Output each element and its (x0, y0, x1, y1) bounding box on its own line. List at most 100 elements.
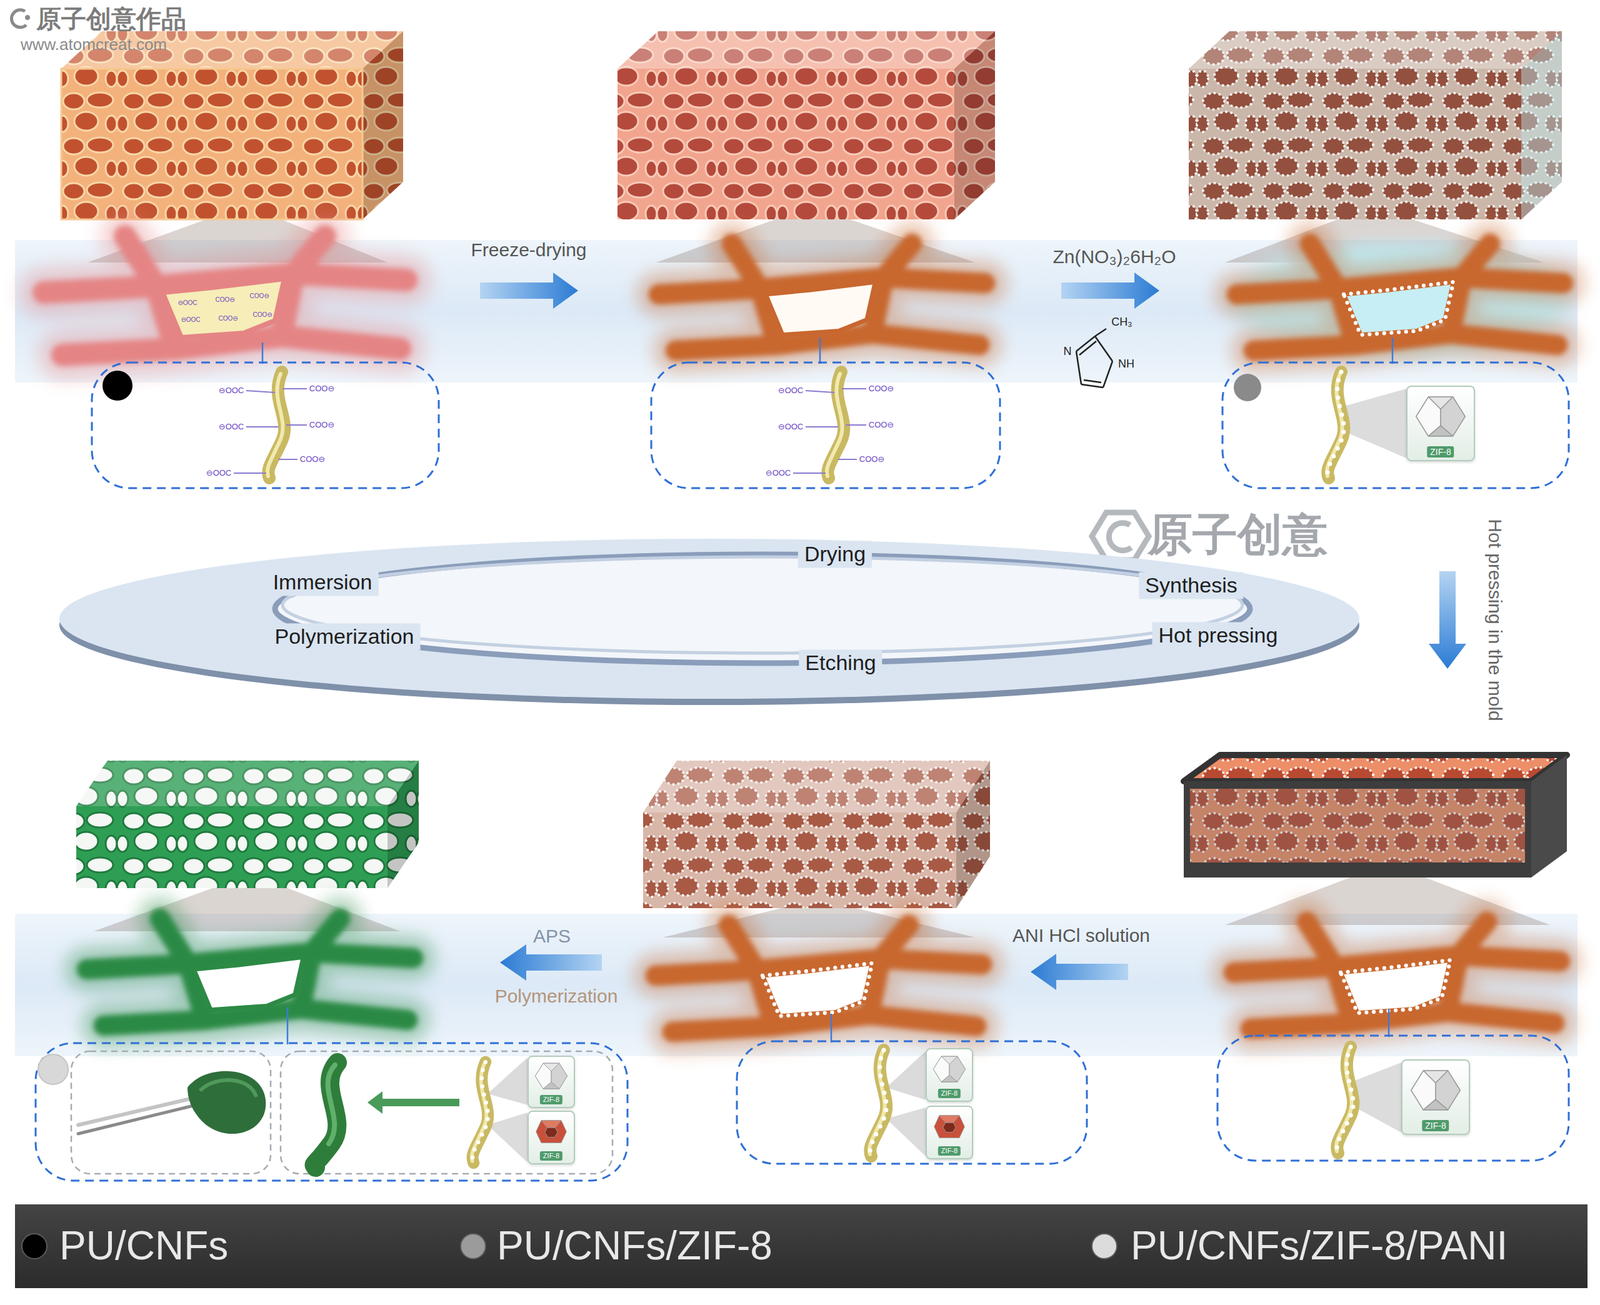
reagent-label: ANI HCl solution (1012, 925, 1150, 947)
legend-swatch (460, 1233, 487, 1260)
group-label: COO⊖ (252, 311, 272, 319)
zif8-particles (762, 963, 873, 1017)
pore-closeup (655, 925, 982, 1032)
crystal-icon (531, 1059, 572, 1093)
detail-box (35, 362, 1569, 1181)
cellulose-fiber (267, 371, 285, 479)
zoom-cone (487, 388, 1407, 1163)
pore-closeup (1233, 921, 1560, 1029)
group-label: ⊖OOC (177, 299, 197, 307)
legend-bar (15, 1204, 1588, 1289)
cycle-step: Hot pressing (1152, 621, 1285, 649)
zif8-coated-fiber (1336, 1046, 1354, 1154)
legend-label: PU/CNFs (59, 1223, 229, 1270)
cycle-step: Immersion (266, 568, 379, 596)
step-label: Hot pressing in the mold (1484, 518, 1507, 722)
process-arrow (500, 944, 602, 981)
foam-slab (76, 760, 419, 889)
step-label: Polymerization (495, 985, 619, 1008)
zif8-particles (1343, 281, 1454, 335)
mold-with-slab (1183, 755, 1567, 878)
foam-block (61, 31, 404, 220)
cycle-step: Synthesis (1138, 571, 1244, 599)
stage-marker (38, 1054, 69, 1085)
pani-fiber (314, 1062, 338, 1168)
group-label: COO⊖ (868, 384, 895, 394)
etched-zif8-tag: ZIF-8 (527, 1110, 575, 1165)
sub-box (71, 1051, 613, 1174)
watermark: 原子创意 (1147, 508, 1328, 561)
zif8-coated-fiber (1326, 371, 1344, 479)
carboxyl-branch (233, 388, 867, 474)
cycle-step: Etching (798, 649, 882, 677)
group-label: COO⊖ (215, 296, 235, 304)
group-label: COO⊖ (309, 384, 335, 394)
group-label: ⊖OOC (206, 468, 232, 479)
pore-closeup (658, 243, 985, 351)
zif8-tag: ZIF-8 (1401, 1059, 1470, 1135)
process-arrow (1030, 953, 1129, 990)
etched-crystal-icon (929, 1109, 970, 1144)
tag-label: ZIF-8 (1421, 1120, 1449, 1132)
crystal-icon (1410, 389, 1472, 444)
group-label: COO⊖ (868, 420, 895, 430)
imidazole-structure (1076, 328, 1113, 388)
legend-swatch (1091, 1233, 1118, 1260)
group-label: ⊖OOC (778, 386, 804, 396)
legend-label: PU/CNFs/ZIF-8/PANI (1130, 1223, 1508, 1270)
legend-label: PU/CNFs/ZIF-8 (496, 1223, 773, 1270)
tag-label: ZIF-8 (540, 1151, 563, 1161)
stage-marker (102, 370, 133, 401)
group-label: COO⊖ (309, 420, 335, 430)
watermark-logo (1091, 512, 1149, 560)
group-label: ⊖OOC (218, 422, 245, 432)
group-label: ⊖OOC (218, 386, 245, 396)
foam-block (1188, 31, 1562, 220)
atom-label: N (1063, 345, 1072, 359)
stage-marker (1233, 373, 1262, 402)
group-label: COO⊖ (218, 315, 238, 323)
foam-slab (643, 760, 990, 909)
tag-label: ZIF-8 (540, 1095, 563, 1105)
tag-label: ZIF-8 (938, 1146, 961, 1156)
group-label: ⊖OOC (765, 468, 792, 479)
crystal-icon (929, 1051, 970, 1087)
legend-swatch (21, 1233, 48, 1260)
reagent-label: Zn(NO₃)₂6H₂O (1052, 246, 1176, 269)
zif8-coated-fiber (869, 1050, 887, 1157)
zif8-coated-fiber (471, 1061, 489, 1164)
cycle-step: Drying (798, 540, 872, 568)
process-cycle-ring: DryingImmersion SynthesisPolymerization Ho… (50, 531, 1369, 713)
crystal-icon (1405, 1063, 1467, 1118)
reagent-label: APS (533, 925, 571, 948)
atom-label: CH₃ (1111, 315, 1132, 329)
watermark-url: www.atomcreat.com (20, 35, 167, 55)
process-arrow (1428, 571, 1467, 669)
group-label: COO⊖ (300, 455, 326, 465)
film-photo (78, 1071, 266, 1134)
pore-closeup (43, 236, 407, 355)
tag-label: ZIF-8 (938, 1088, 961, 1099)
etched-crystal-icon (531, 1114, 572, 1149)
process-arrow (1061, 272, 1160, 309)
zif8-particles (1340, 960, 1451, 1014)
tag-label: ZIF-8 (1426, 446, 1454, 458)
group-label: ⊖OOC (180, 316, 200, 324)
process-arrow (480, 272, 579, 309)
foam-block (617, 31, 995, 220)
etched-zif8-tag: ZIF-8 (925, 1105, 974, 1160)
atom-label: NH (1118, 357, 1135, 371)
cycle-step: Polymerization (268, 623, 421, 650)
pore-closeup (86, 918, 414, 1026)
cellulose-fiber (826, 371, 844, 479)
group-label: COO⊖ (249, 292, 269, 300)
group-label: COO⊖ (859, 455, 885, 465)
watermark: 原子创意作品 (36, 4, 187, 34)
transform-arrow (367, 1091, 460, 1114)
group-label: ⊖OOC (778, 422, 804, 432)
zif8-tag: ZIF-8 (1406, 385, 1475, 462)
zif8-tag: ZIF-8 (925, 1048, 974, 1102)
pore-closeup (1236, 243, 1564, 351)
step-label: Freeze-drying (470, 239, 587, 262)
